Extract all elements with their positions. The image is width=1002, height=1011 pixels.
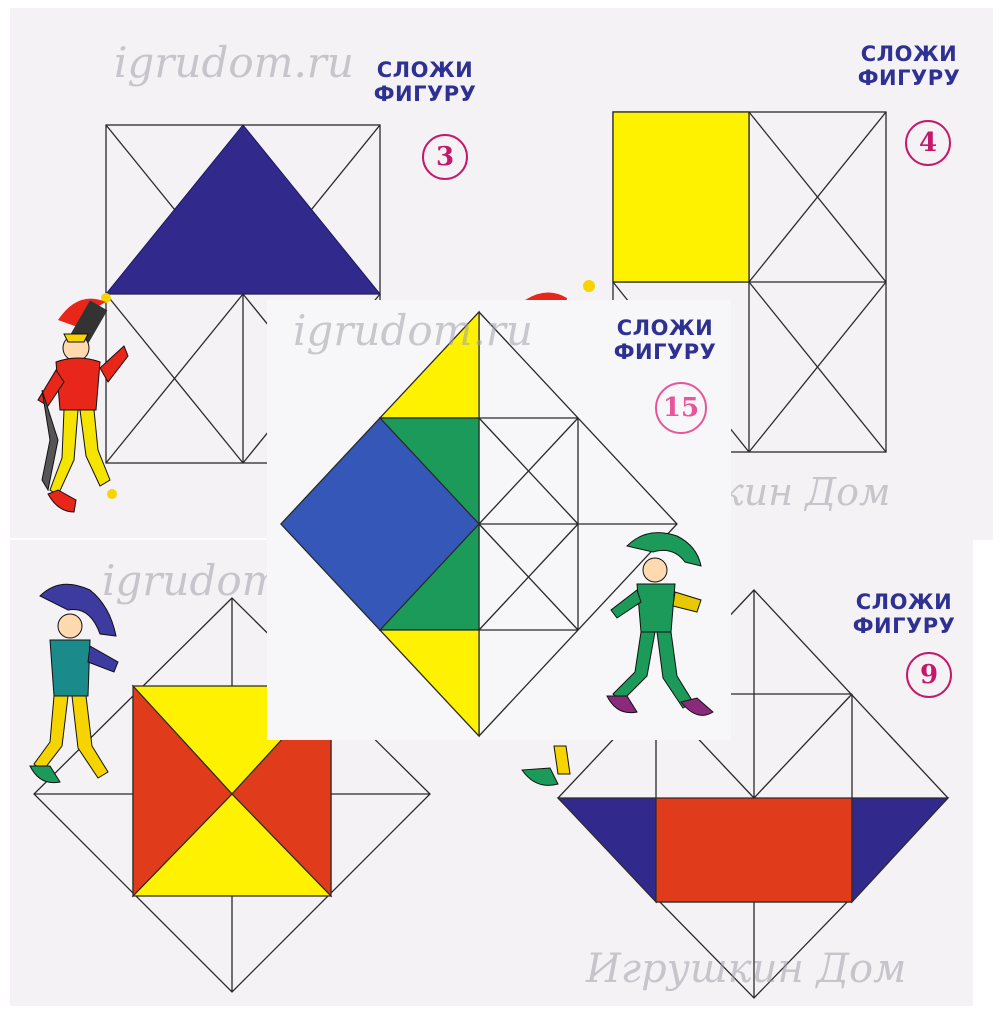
card-15: igrudom.ru СЛОЖИ ФИГУРУ 15 <box>267 300 731 740</box>
kite-figure <box>281 312 479 736</box>
watermark: igrudom.ru <box>114 38 354 87</box>
yellow-square <box>613 112 749 282</box>
title-line-2: ФИГУРУ <box>605 340 725 364</box>
blue-triangle <box>106 125 380 294</box>
card-number-badge: 3 <box>422 134 468 180</box>
card-number-badge: 4 <box>905 120 951 166</box>
watermark: кин Дом <box>721 470 891 514</box>
card-number-badge: 9 <box>906 652 952 698</box>
boat-figure <box>558 798 948 902</box>
title-line-2: ФИГУРУ <box>844 614 964 638</box>
watermark: Игрушкин Дом <box>586 946 906 992</box>
title-line-1: СЛОЖИ <box>849 42 969 66</box>
title-line-1: СЛОЖИ <box>370 58 480 82</box>
title-line-1: СЛОЖИ <box>605 316 725 340</box>
jester-feet-icon <box>514 740 594 796</box>
title-line-2: ФИГУРУ <box>370 82 480 106</box>
watermark: igrudom.ru <box>293 306 533 355</box>
card-title: СЛОЖИ ФИГУРУ <box>849 42 969 90</box>
jester-green-icon <box>597 526 717 726</box>
card-title: СЛОЖИ ФИГУРУ <box>844 590 964 638</box>
jester-purple-icon <box>20 576 130 796</box>
title-line-2: ФИГУРУ <box>849 66 969 90</box>
title-line-1: СЛОЖИ <box>844 590 964 614</box>
card-title: СЛОЖИ ФИГУРУ <box>605 316 725 364</box>
card-title: СЛОЖИ ФИГУРУ <box>370 58 480 106</box>
jester-red-icon <box>28 290 138 530</box>
card-number-badge: 15 <box>655 382 707 434</box>
